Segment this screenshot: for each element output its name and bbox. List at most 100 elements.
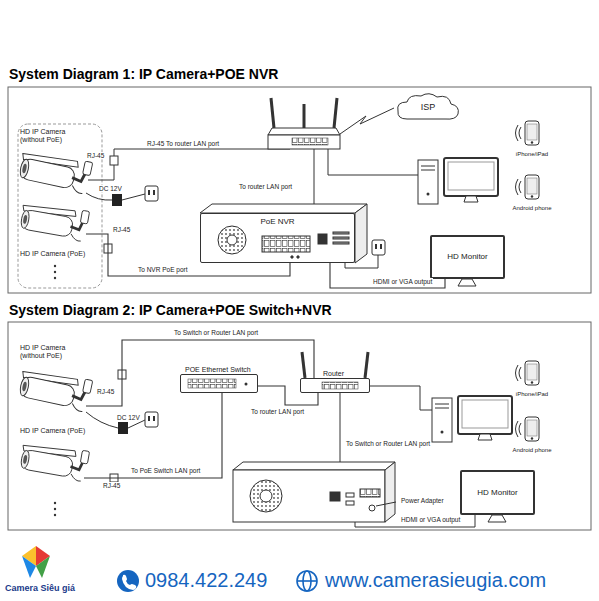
- more-dots: [54, 508, 56, 510]
- logo: [22, 556, 36, 578]
- network-cable: [314, 149, 315, 204]
- power-label: Power Adapter: [400, 497, 445, 504]
- globe-icon: [297, 580, 317, 582]
- nvr-body: [200, 204, 367, 213]
- power-cord: [86, 412, 118, 428]
- switch-box-label: POE Ethernet Switch: [185, 366, 251, 374]
- power-label: DC 12V: [98, 185, 123, 192]
- power-adapter: [112, 194, 122, 206]
- camera-node-label: HD IP Camera (without PoE): [20, 344, 84, 360]
- router-antenna: [302, 352, 305, 378]
- nvr-body: [297, 256, 299, 258]
- monitor-box-label: HD Monitor: [477, 488, 517, 497]
- phone-symbol: [516, 361, 540, 385]
- camera-node: HD IP Camera (PoE): [18, 425, 100, 497]
- phone-node-label: Android phone: [512, 205, 551, 212]
- nvr-body: [385, 462, 395, 522]
- more-dots: [54, 502, 56, 516]
- phone-node: Android phone: [508, 414, 556, 456]
- diagram-title: System Diagram 1: IP Camera+POE NVR: [8, 66, 279, 82]
- camera-symbol: [19, 440, 90, 482]
- video-cable: [355, 515, 475, 527]
- cable-label: To router LAN port: [238, 183, 293, 190]
- network-cable: [86, 406, 100, 407]
- router-ports: [322, 382, 358, 389]
- cable-label: To Switch or Router LAN port: [345, 440, 431, 447]
- diagram-title: System Diagram 2: IP Camera+POE Switch+N…: [8, 302, 333, 318]
- outlet-symbol: [145, 412, 158, 427]
- nvr-box-label: PoE NVR: [260, 217, 294, 226]
- network-cable: [86, 234, 100, 235]
- more-dots: [54, 265, 56, 267]
- camera-node-label: HD IP Camera (without PoE): [20, 128, 84, 144]
- phone-node-label: iPhone/iPad: [516, 391, 548, 398]
- cable-label: HDMI or VGA output: [372, 278, 433, 285]
- computer-symbol: [432, 396, 512, 442]
- router-antenna: [365, 352, 368, 378]
- outlet-symbol: [145, 186, 158, 201]
- power-cord: [86, 193, 112, 200]
- wireless-link: [340, 108, 394, 134]
- network-cable: [370, 386, 432, 410]
- network-cable: [340, 393, 341, 462]
- cable-label: HDMI or VGA output: [400, 516, 461, 523]
- nvr-body: [260, 490, 272, 502]
- port-label: RJ-45: [102, 482, 121, 489]
- router-symbol: [268, 98, 340, 149]
- power-label: DC 12V: [116, 414, 141, 421]
- phone-node: Android phone: [508, 172, 556, 214]
- nvr-body: [333, 242, 349, 244]
- globe-icon: [297, 571, 317, 591]
- phone-symbol: [516, 121, 540, 145]
- cable-label: To NVR PoE port: [137, 266, 189, 273]
- camera-node: HD IP Camera (without PoE): [18, 126, 100, 196]
- phone-number: 0984.422.249: [144, 569, 268, 592]
- nvr-body: [360, 489, 380, 497]
- switch-ports: [188, 379, 236, 388]
- nvr-body: [346, 501, 354, 505]
- cable-connector: [258, 386, 318, 405]
- diagram-2-art: [17, 352, 539, 527]
- globe-icon: [297, 571, 317, 591]
- phone-symbol: [516, 417, 540, 441]
- phone-node: iPhone/iPad: [508, 358, 556, 400]
- router-box: Router: [300, 378, 370, 393]
- leader-line: [376, 502, 396, 506]
- more-dots: [54, 271, 56, 273]
- power-adapter: [118, 422, 128, 434]
- camera-node: HD IP Camera (PoE): [18, 198, 100, 260]
- outlet-symbol: [372, 240, 385, 255]
- nvr-body: [218, 226, 246, 254]
- website-url: www.camerasieugia.com: [324, 569, 547, 592]
- camera-symbol: [17, 366, 93, 413]
- cable-connector: [100, 234, 290, 276]
- nvr-body: [200, 204, 367, 263]
- more-dots: [54, 265, 56, 279]
- monitor-stand: [488, 515, 506, 522]
- logo: [36, 556, 50, 578]
- nvr-body: [355, 204, 367, 263]
- monitor-box: HD Monitor: [430, 235, 505, 279]
- cable-connector: [100, 340, 314, 406]
- frame: [8, 87, 591, 530]
- network-cable: [88, 149, 290, 180]
- nvr-body: [250, 480, 282, 512]
- nvr-box: PoE NVR: [200, 213, 355, 263]
- camera-symbol: [19, 200, 90, 242]
- phone-node-label: iPhone/iPad: [516, 151, 548, 158]
- frame: [8, 322, 591, 530]
- nvr-body: [346, 493, 354, 497]
- more-dots: [54, 277, 56, 279]
- diagram-1-art: [17, 98, 539, 288]
- nvr-body: [233, 470, 385, 522]
- phone-symbol: [516, 175, 540, 199]
- monitor-stand: [458, 279, 476, 286]
- cable-connector: [330, 263, 445, 288]
- nvr-body: [227, 235, 237, 245]
- port-label: RJ-45: [96, 388, 115, 395]
